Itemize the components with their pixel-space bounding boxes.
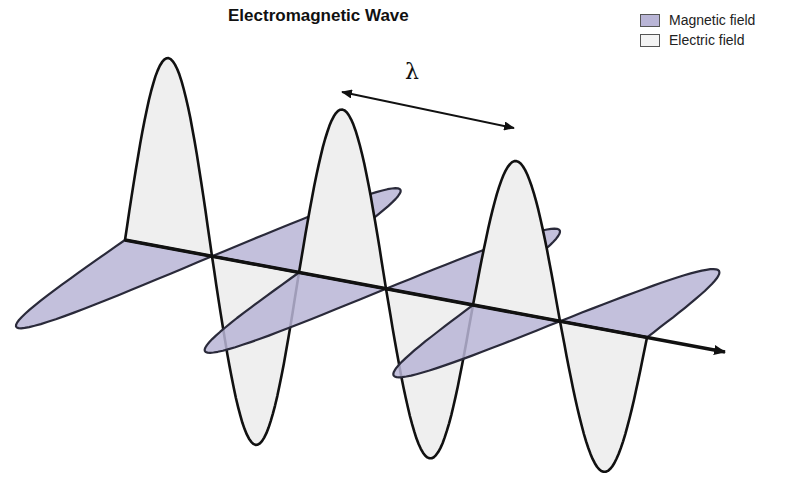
- electric-lobe: [299, 110, 386, 289]
- legend-swatch: [640, 34, 660, 47]
- wavelength-arrow: [342, 92, 514, 128]
- legend-text: Magnetic field: [669, 12, 755, 28]
- legend-row: Magnetic field: [640, 10, 755, 30]
- wavelength-label: λ: [405, 59, 419, 84]
- electric-lobe: [560, 321, 647, 472]
- title: Electromagnetic Wave: [228, 6, 409, 26]
- magnetic-lobe: [16, 240, 212, 328]
- propagation-axis: [125, 240, 725, 352]
- legend: Magnetic fieldElectric field: [640, 10, 755, 50]
- legend-row: Electric field: [640, 30, 755, 50]
- electric-lobe: [473, 161, 560, 321]
- electric-lobe: [125, 58, 212, 256]
- legend-swatch: [640, 14, 660, 27]
- legend-text: Electric field: [669, 32, 744, 48]
